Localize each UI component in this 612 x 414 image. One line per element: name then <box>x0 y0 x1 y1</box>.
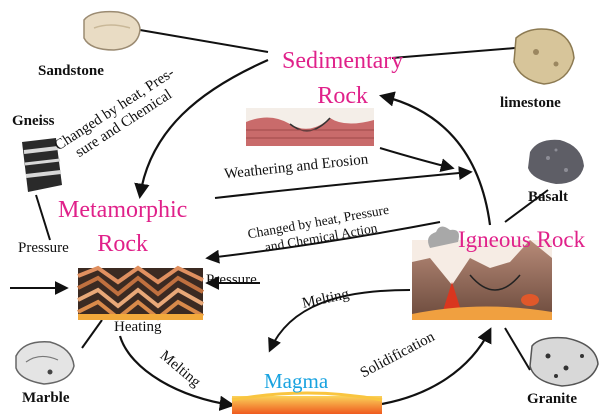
marble-connector <box>82 320 102 348</box>
metamorphic-rock-label: Metamorphic Rock <box>58 194 187 261</box>
gneiss-connector <box>36 195 50 240</box>
basalt-label: Basalt <box>528 190 568 205</box>
gneiss-label: Gneiss <box>12 114 55 129</box>
igneous-rock-label: Igneous Rock <box>458 228 585 251</box>
limestone-connector <box>392 48 515 58</box>
magma-image <box>232 393 382 414</box>
metamorphic-folded-layers-image <box>78 268 203 320</box>
heating-label: Heating <box>114 320 161 335</box>
pressure-center-label: Pressure <box>206 273 257 288</box>
sedimentary-rock-label: Sedimentary Rock <box>282 44 403 114</box>
limestone-label: limestone <box>500 96 561 111</box>
limestone-specimen-image <box>514 29 574 84</box>
sedimentary-layers-image <box>246 108 374 146</box>
granite-specimen-image <box>530 338 598 386</box>
granite-connector <box>505 328 530 370</box>
arrow-sed-to-weathering <box>380 148 452 168</box>
granite-label: Granite <box>527 392 577 407</box>
sandstone-specimen-image <box>84 12 140 50</box>
marble-label: Marble <box>22 391 69 406</box>
pressure-left-label: Pressure <box>18 241 69 256</box>
magma-label: Magma <box>264 371 328 392</box>
marble-specimen-image <box>16 342 74 384</box>
arrow-ign-to-sed <box>382 96 490 225</box>
sandstone-label: Sandstone <box>38 64 104 79</box>
sandstone-connector <box>140 30 268 52</box>
basalt-specimen-image <box>528 140 584 184</box>
